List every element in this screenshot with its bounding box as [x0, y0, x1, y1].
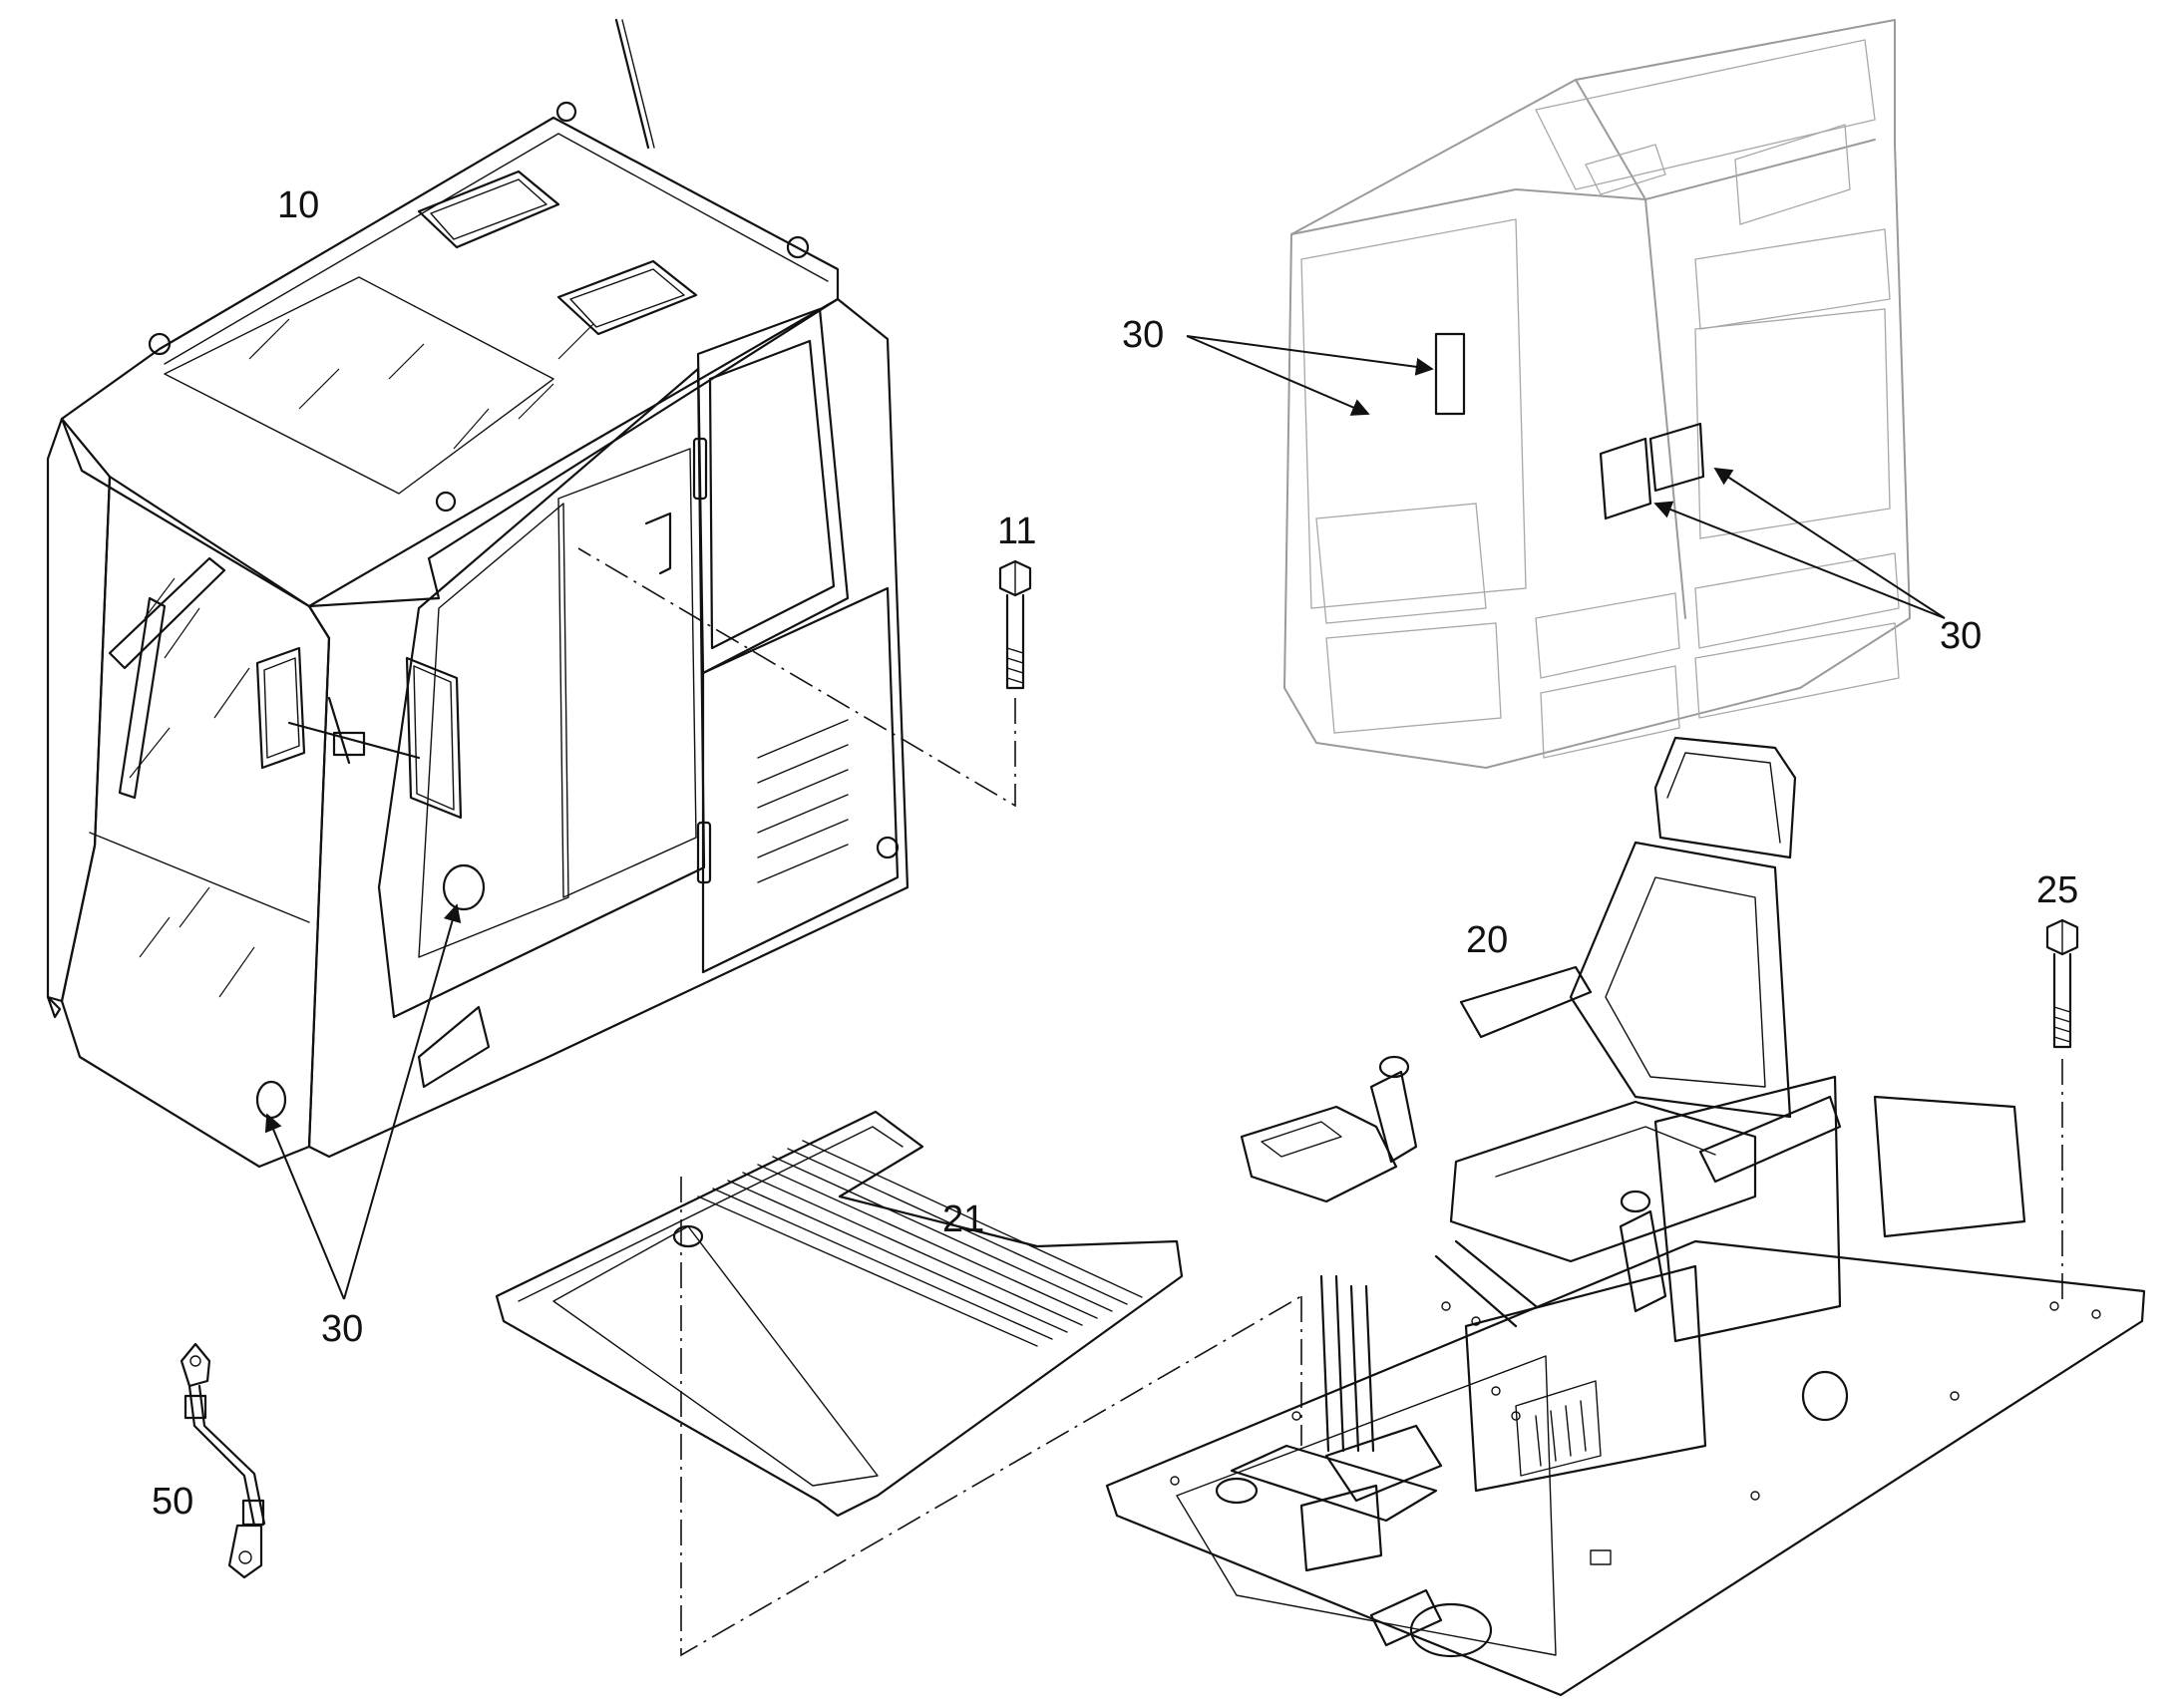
- callout-ground-strap: 50: [152, 1481, 193, 1523]
- mirror-assembly: [255, 646, 463, 820]
- floor-mat: [495, 1110, 1184, 1518]
- callout-cab: 10: [277, 184, 319, 226]
- callout-decal-interior-right: 30: [1940, 615, 1982, 657]
- ground-strap: [180, 1342, 266, 1579]
- bolt-25: [2045, 918, 2079, 1049]
- callout-decal-interior-left: 30: [1122, 314, 1164, 356]
- vent-louvers: [757, 719, 849, 883]
- cab-assembly: [46, 18, 909, 1169]
- callout-seat: 20: [1466, 919, 1508, 961]
- callout-seat-bolt: 25: [2036, 869, 2078, 911]
- callout-decal-cab-lower: 30: [321, 1308, 363, 1350]
- callout-floor-mat: 21: [942, 1198, 984, 1240]
- seat-assembly: [1105, 736, 2146, 1697]
- leader-lines: [264, 335, 1946, 1300]
- callout-cab-bolt: 11: [997, 511, 1036, 552]
- cab-rear-view-ghost: [1283, 19, 1911, 769]
- bolt-11: [998, 559, 1032, 690]
